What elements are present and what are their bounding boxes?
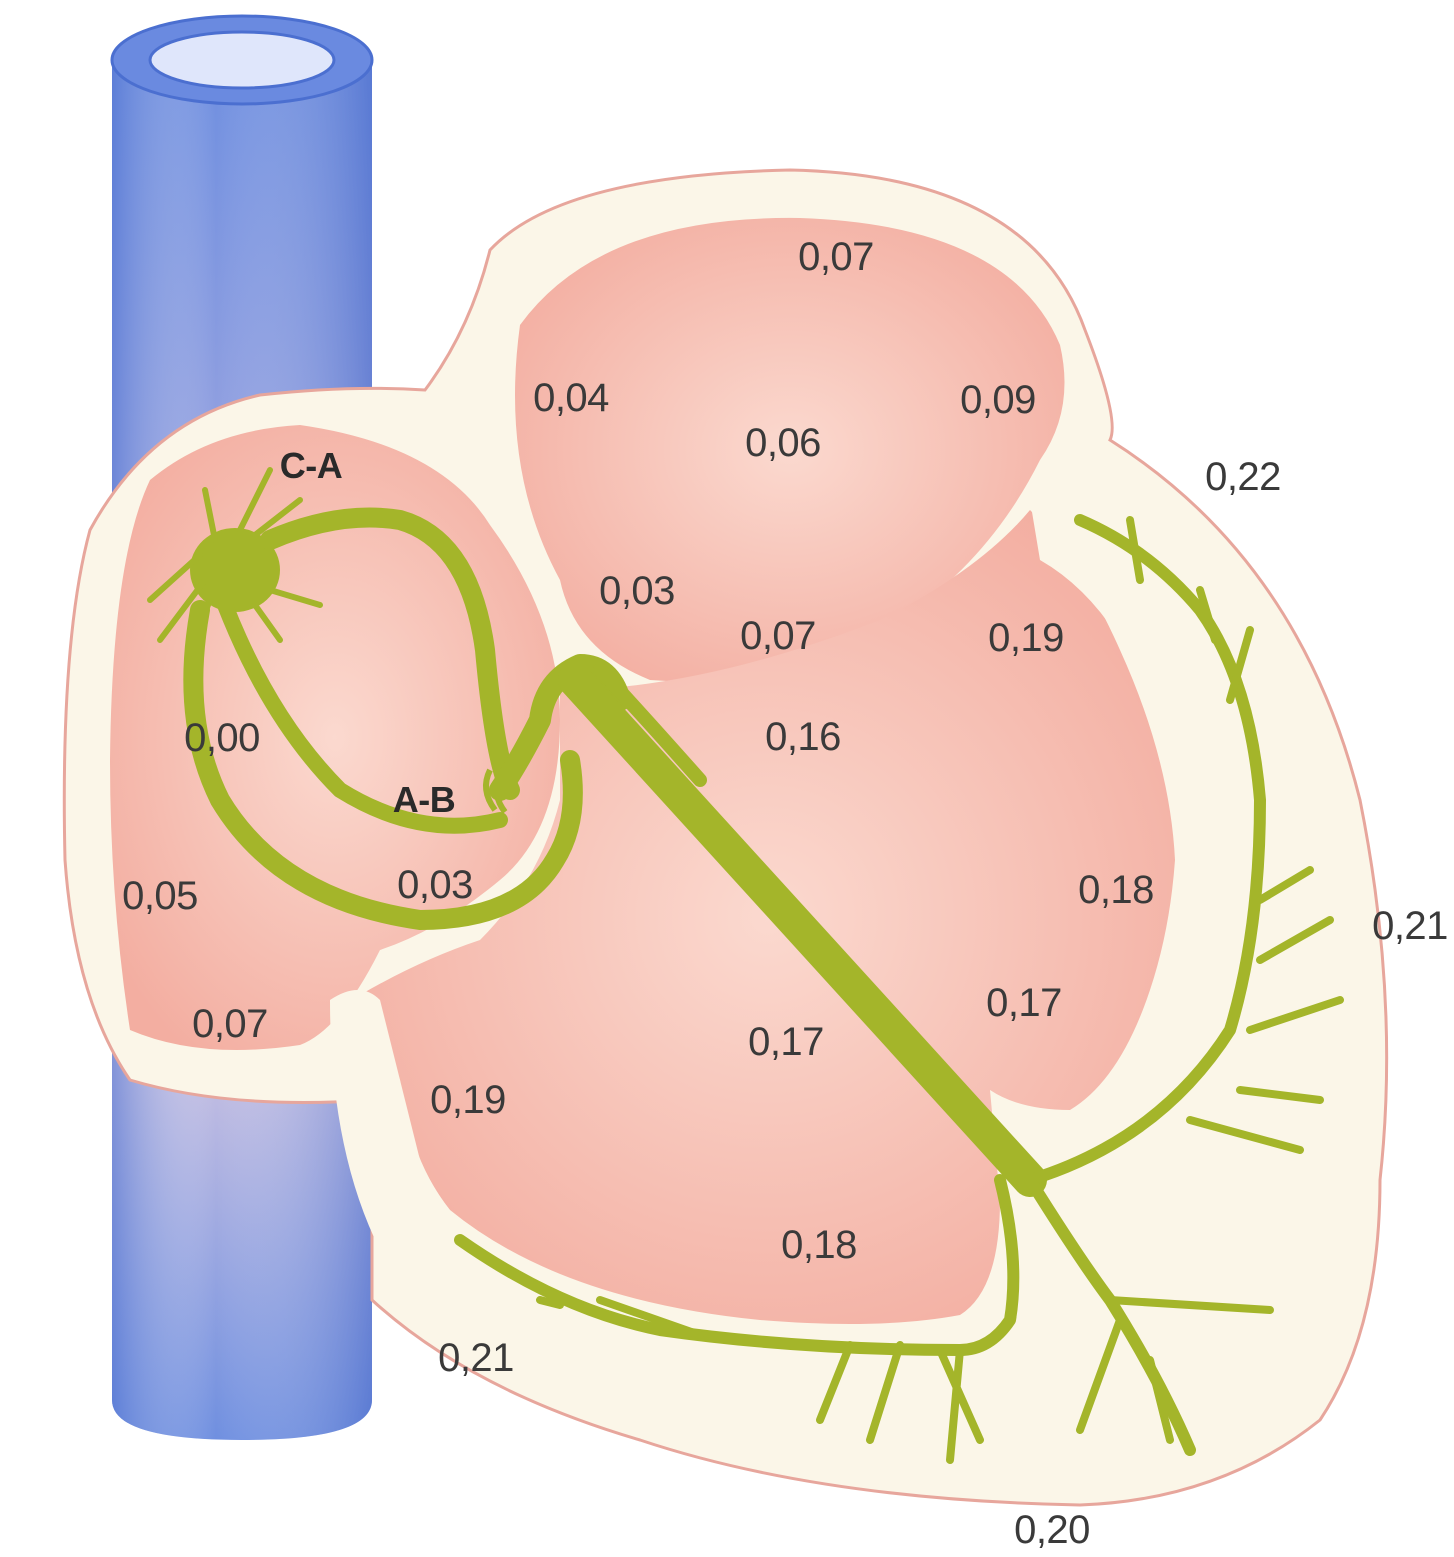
time-lv-upper: 0,19	[988, 618, 1064, 658]
sa-node-label: C-A	[280, 448, 342, 484]
time-left-atrium-lower-left: 0,03	[599, 571, 675, 611]
time-right-outer: 0,21	[1372, 906, 1448, 946]
time-left-atrium-right: 0,09	[960, 380, 1036, 420]
time-internodal: 0,03	[397, 865, 473, 905]
time-left-atrium-left: 0,04	[533, 378, 609, 418]
time-sa-node: 0,00	[184, 718, 260, 758]
time-septum: 0,17	[748, 1022, 824, 1062]
time-bottom-apex: 0,20	[1014, 1510, 1090, 1550]
time-left-atrium-lower: 0,07	[740, 616, 816, 656]
av-node-label: A-B	[393, 782, 455, 818]
time-bundle: 0,16	[765, 717, 841, 757]
time-lv-mid: 0,18	[1078, 870, 1154, 910]
time-right-atrium-left: 0,05	[122, 876, 198, 916]
time-rv-upper: 0,19	[430, 1080, 506, 1120]
time-left-atrium-top: 0,07	[798, 237, 874, 277]
time-rv-lower: 0,18	[781, 1225, 857, 1265]
time-apex-right-outer: 0,22	[1205, 457, 1281, 497]
time-left-outer-bottom: 0,21	[438, 1338, 514, 1378]
time-right-atrium-bottom: 0,07	[192, 1004, 268, 1044]
time-left-atrium-center: 0,06	[745, 423, 821, 463]
time-lv-lower: 0,17	[986, 983, 1062, 1023]
